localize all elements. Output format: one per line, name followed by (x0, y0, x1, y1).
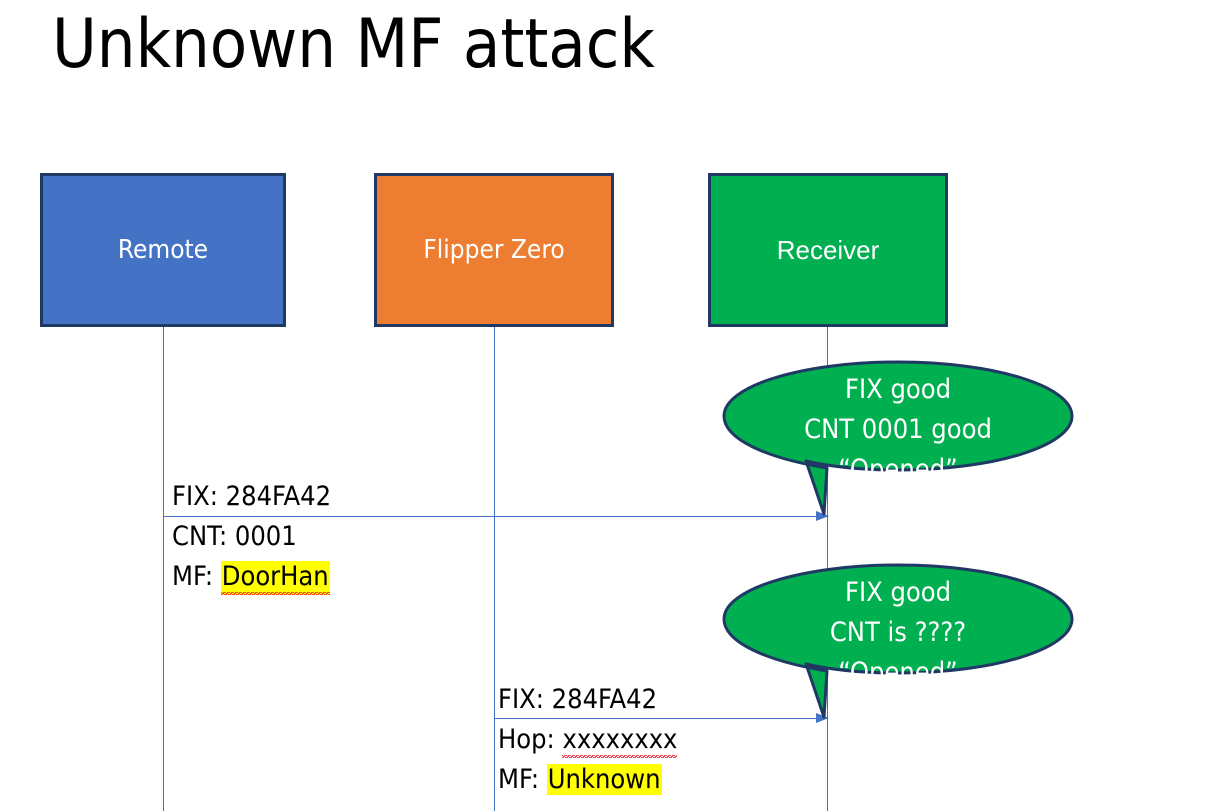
message-2-fix: FIX: 284FA42 (498, 684, 658, 715)
message-2-hop: Hop: xxxxxxxx (498, 720, 678, 760)
actor-box-flipper-zero[interactable]: Flipper Zero (374, 173, 614, 327)
actor-label-flipper-zero: Flipper Zero (423, 235, 565, 265)
lifeline-flipper-zero (494, 327, 495, 811)
message-1-mf: MF: DoorHan (172, 557, 330, 597)
lifeline-remote (163, 327, 164, 811)
arrow-shaft (163, 516, 828, 517)
message-1-mf-prefix: MF: (172, 561, 221, 592)
message-1-fix: FIX: 284FA42 (172, 481, 332, 512)
actor-box-remote[interactable]: Remote (40, 173, 286, 327)
message-2-mf-prefix: MF: (498, 764, 547, 795)
message-2-hop-value: xxxxxxxx (562, 724, 678, 758)
speech-balloon-receiver-response-2[interactable]: FIX good CNT is ???? “Opened” (722, 563, 1074, 719)
arrow-head-icon (816, 511, 829, 521)
actor-label-remote: Remote (117, 235, 209, 265)
message-2-mf: MF: Unknown (498, 760, 662, 800)
message-2-mf-value: Unknown (546, 764, 662, 795)
speech-balloon-receiver-response-1[interactable]: FIX good CNT 0001 good “Opened” (722, 360, 1074, 516)
message-arrow-remote-to-receiver (163, 511, 829, 522)
page-title: Unknown MF attack (52, 5, 655, 84)
actor-label-receiver: Receiver (776, 234, 880, 265)
message-2-hop-prefix: Hop: (498, 724, 563, 755)
message-1-mf-value: DoorHan (220, 561, 330, 595)
actor-box-receiver[interactable]: Receiver (708, 173, 948, 327)
arrow-head-icon (816, 713, 829, 723)
message-arrow-flipper-to-receiver (494, 713, 829, 724)
message-1-cnt: CNT: 0001 (172, 521, 297, 552)
arrow-shaft (494, 718, 828, 719)
